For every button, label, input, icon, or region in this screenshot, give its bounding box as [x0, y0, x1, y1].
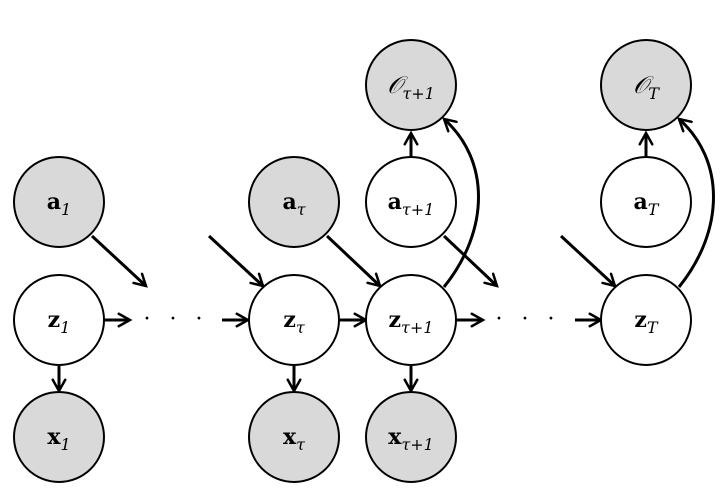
svg-text:xτ+1: xτ+1 — [388, 424, 434, 454]
svg-text:aτ+1: aτ+1 — [388, 189, 435, 219]
svg-text:zτ: zτ — [283, 307, 306, 337]
node-x1: x1 — [13, 391, 105, 483]
svg-text:aτ: aτ — [282, 189, 306, 219]
node-aT: aT — [600, 156, 692, 248]
node-xtau: xτ — [248, 391, 340, 483]
edge-a1-to-next — [90, 234, 146, 286]
edge-zT-to-oT-curved — [679, 119, 715, 288]
svg-text:z1: z1 — [48, 307, 71, 337]
edge-prev-to-ztau-diagonal — [207, 234, 263, 286]
nodes: a1 z1 x1 aτ zτ xτ 𝒪τ+1 aτ+1 — [13, 39, 692, 483]
node-ztau1: zτ+1 — [365, 274, 457, 366]
edge-prev-to-zT-diagonal — [559, 234, 615, 286]
node-ztau: zτ — [248, 274, 340, 366]
ellipsis-left: · · · — [144, 307, 209, 332]
svg-text:x1: x1 — [47, 424, 70, 454]
svg-text:a1: a1 — [47, 189, 71, 219]
edge-atau-to-ztau1 — [325, 234, 380, 286]
edge-ztau1-to-otau1-curved — [444, 119, 480, 288]
edges — [59, 119, 715, 391]
node-xtau1: xτ+1 — [365, 391, 457, 483]
svg-text:xτ: xτ — [283, 424, 306, 454]
svg-text:zτ+1: zτ+1 — [389, 307, 434, 337]
svg-text:aT: aT — [634, 189, 660, 219]
node-oT: 𝒪T — [600, 39, 692, 131]
node-a1: a1 — [13, 156, 105, 248]
edge-atau1-to-next — [442, 234, 497, 286]
node-atau1: aτ+1 — [365, 156, 457, 248]
node-z1: z1 — [13, 274, 105, 366]
svg-text:zT: zT — [634, 307, 659, 337]
node-atau: aτ — [248, 156, 340, 248]
ellipsis-right: · · · — [496, 307, 561, 332]
node-zT: zT — [600, 274, 692, 366]
node-otau1: 𝒪τ+1 — [365, 39, 457, 131]
